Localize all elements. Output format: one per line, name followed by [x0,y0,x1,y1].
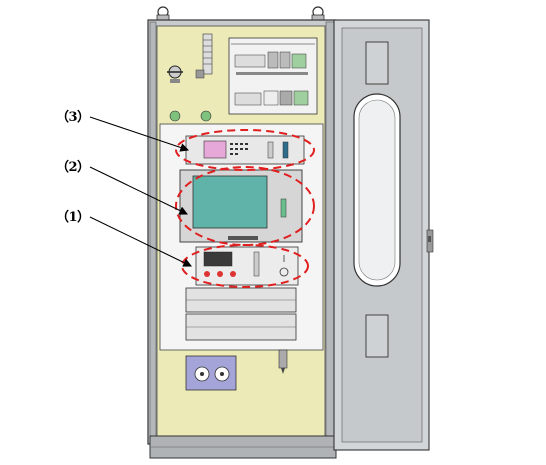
lower-drawer-panels [185,287,297,341]
fitting-left-icon [169,110,181,122]
lock-icon [428,236,431,242]
door-vent-bottom [365,314,389,358]
terminal-strip-vertical [202,33,213,75]
pump-icon [194,366,230,382]
fitting-right-icon [200,110,212,122]
display-screen [192,175,268,229]
highlight-ellipse-3 [175,129,315,171]
callout-label-3: （3） [56,110,90,125]
terminal-icon [234,51,309,106]
door-vent-top [365,41,389,85]
lifting-eye-left-icon [156,6,170,21]
upper-electrical-compartment [167,33,318,122]
central-display-panel [179,169,303,243]
callout-label-2: （2） [56,160,90,175]
pump-compartment [185,349,288,391]
open-door [333,19,434,451]
highlight-ellipse-2 [175,166,315,246]
callout-label-1: （1） [56,210,90,225]
highlight-ellipse-1 [181,244,309,288]
main-switch-icon [167,65,183,83]
callout-arrow-3 [89,116,190,152]
callout-arrow-1 [89,216,192,267]
callout-arrow-2 [89,166,188,215]
display-base-handle [228,236,258,240]
upper-instrument-panel [185,135,305,165]
lower-controller-panel [195,246,299,286]
lifting-eye-right-icon [311,6,325,21]
